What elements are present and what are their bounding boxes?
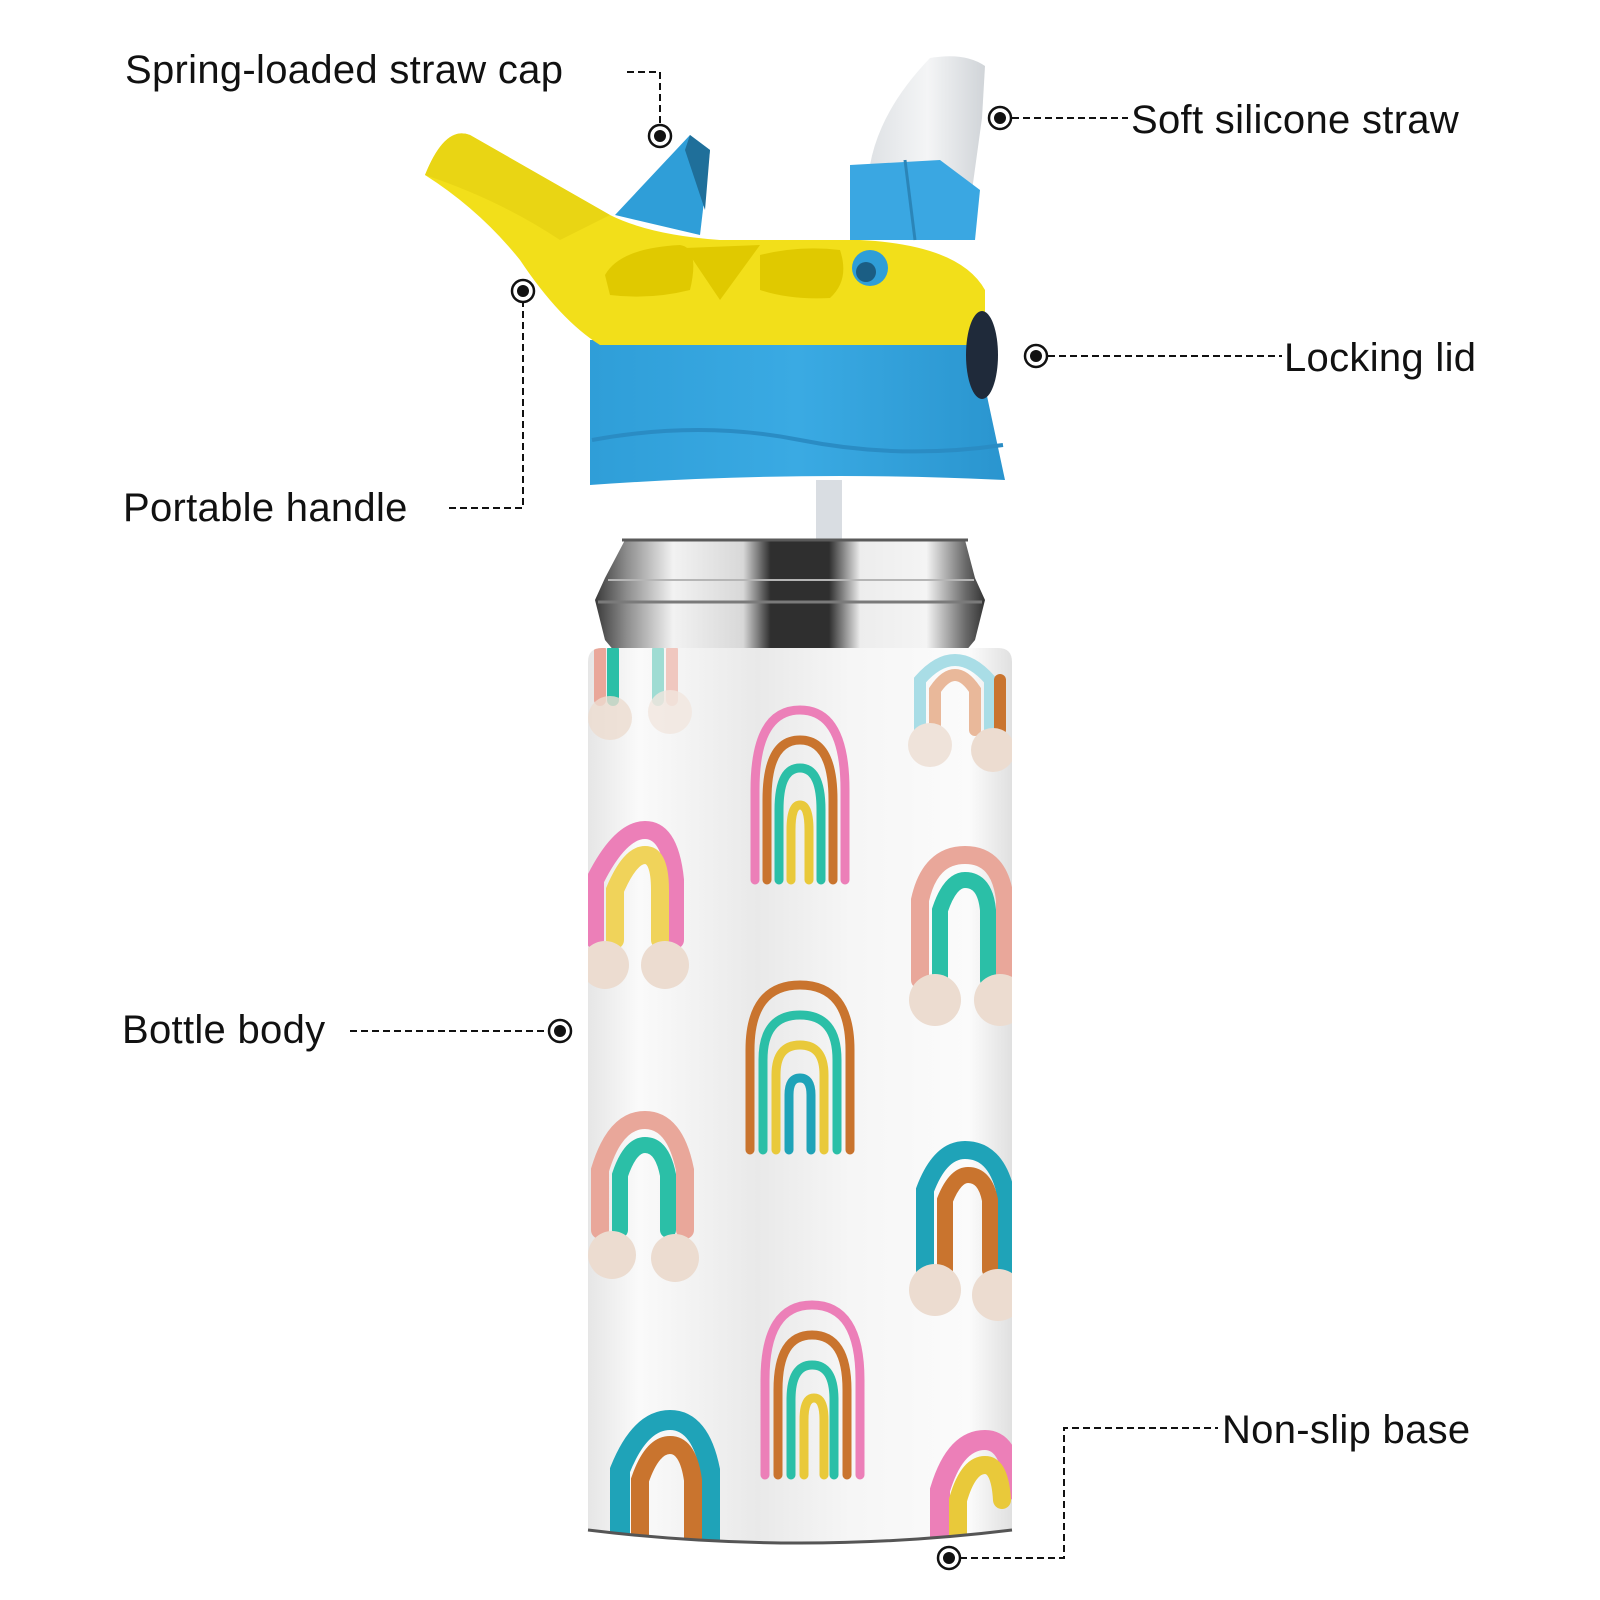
label-locking-lid: Locking lid (1284, 336, 1477, 380)
label-silicone-straw: Soft silicone straw (1131, 98, 1460, 142)
inner-straw-tube (816, 480, 842, 540)
bottle-body-shape (587, 648, 1013, 1545)
flip-cap (615, 135, 710, 235)
label-handle: Portable handle (123, 486, 408, 530)
lid-base (590, 340, 1005, 485)
label-non-slip-base: Non-slip base (1222, 1408, 1471, 1452)
yellow-handle (425, 133, 985, 345)
label-straw-cap: Spring-loaded straw cap (125, 48, 564, 92)
label-bottle-body: Bottle body (122, 1008, 326, 1052)
steel-neck (595, 538, 985, 652)
silicone-straw (850, 56, 985, 241)
lock-button (966, 311, 998, 399)
